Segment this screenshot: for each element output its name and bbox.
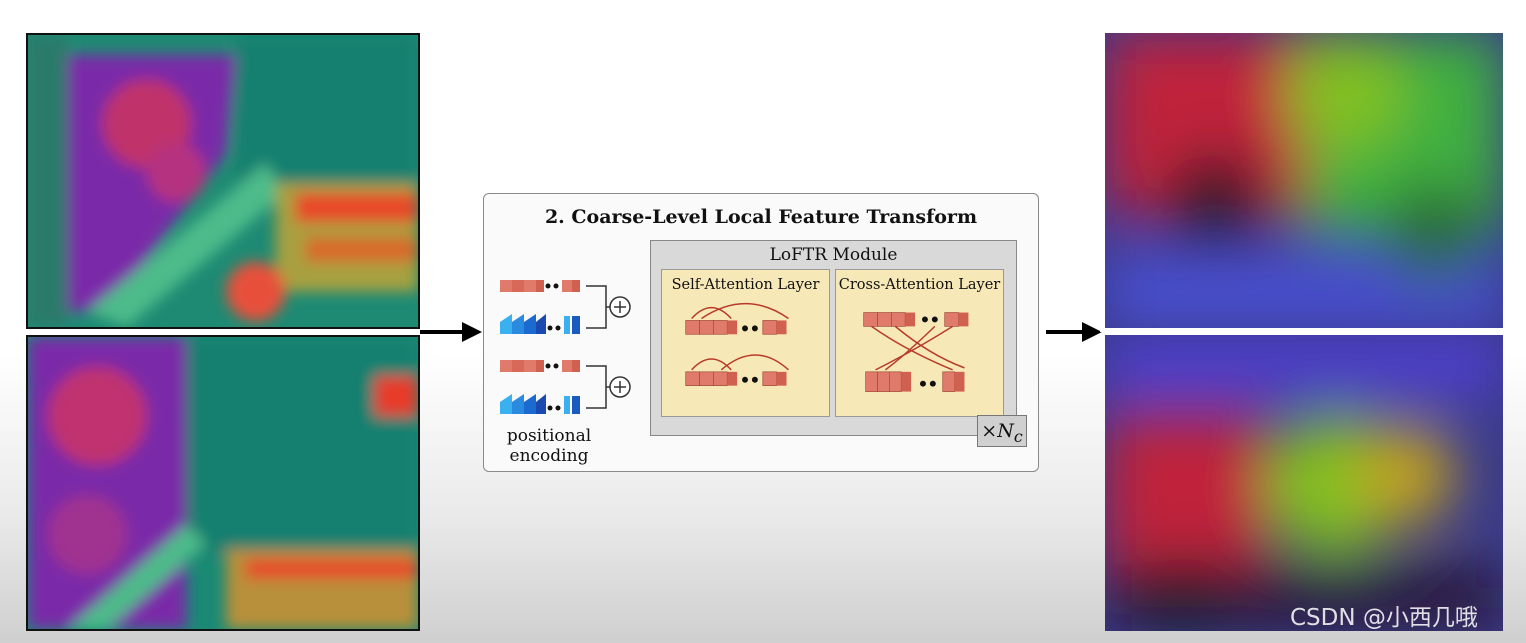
arrow-right-icon	[1046, 322, 1102, 342]
cross-attention-label: Cross-Attention Layer	[838, 277, 1001, 293]
positional-encoding-label: positional encoding	[506, 426, 592, 466]
module-title: LoFTR Module	[769, 245, 898, 265]
cross-attention-graphic	[863, 312, 969, 392]
self-attention-layer: Self-Attention Layer	[661, 269, 830, 417]
self-attention-label: Self-Attention Layer	[671, 277, 820, 293]
panel-title: 2. Coarse-Level Local Feature Transform	[544, 206, 978, 228]
self-attention-graphic	[685, 302, 789, 387]
positional-tokens-icon	[500, 314, 580, 334]
repeat-nc-label: ×Nc	[977, 415, 1027, 447]
output-feature-map-top	[1105, 33, 1503, 329]
input-feature-map-bottom	[26, 335, 420, 631]
feature-tokens-icon	[500, 280, 580, 292]
watermark: CSDN @小西几哦	[1290, 605, 1478, 631]
input-feature-map-top	[26, 33, 420, 329]
cross-attention-layer: Cross-Attention Layer	[835, 269, 1004, 417]
coarse-level-transform-panel: 2. Coarse-Level Local Feature Transform	[483, 193, 1039, 472]
loftr-module: LoFTR Module Self-Attention Layer	[650, 240, 1027, 447]
arrow-right-icon	[420, 322, 482, 342]
positional-encoding-graphic	[500, 280, 631, 414]
output-separator	[1100, 328, 1510, 332]
output-feature-map-bottom	[1105, 335, 1503, 631]
